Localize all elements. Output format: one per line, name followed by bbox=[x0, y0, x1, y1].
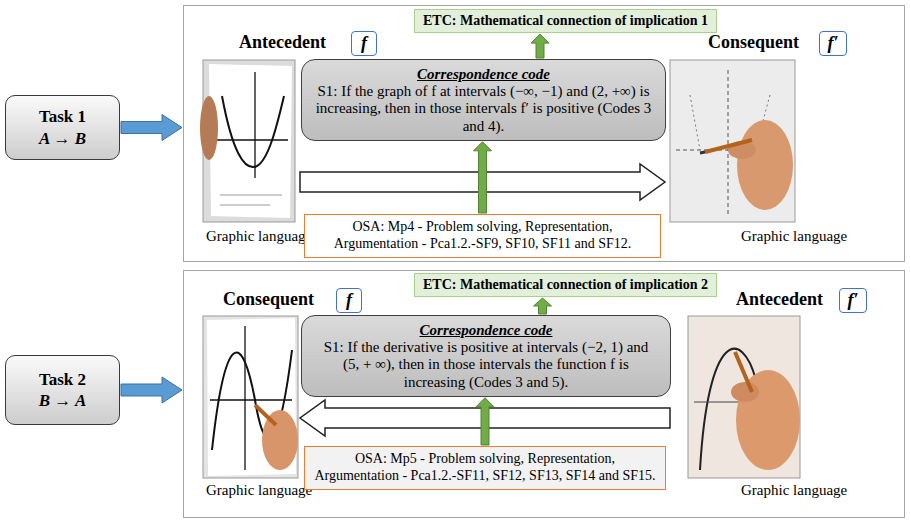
function-box: f bbox=[351, 31, 377, 56]
node-text: OSA: Mp5 - Problem solving, Representati… bbox=[313, 451, 657, 485]
connector-arrow bbox=[476, 398, 494, 445]
node-text: f bbox=[352, 32, 376, 54]
node-text: S1: If the derivative is positive at int… bbox=[314, 339, 658, 391]
task-panel: ConsequentGraphic language AntecedentGrap… bbox=[183, 270, 905, 518]
derivative-box: f′ bbox=[819, 31, 847, 56]
task-box: Task 1A → B bbox=[5, 95, 120, 160]
node-text: Graphic language bbox=[206, 482, 312, 499]
node-text: Correspondence code bbox=[314, 65, 653, 83]
node-text: Antecedent bbox=[239, 32, 326, 53]
node-text: ETC: Mathematical connection of implicat… bbox=[423, 13, 708, 29]
connector-arrow bbox=[531, 34, 549, 58]
node-text: Consequent bbox=[223, 289, 314, 310]
connector-arrow bbox=[121, 115, 182, 141]
node-text: S1: If the graph of f at intervals (−∞, … bbox=[314, 83, 653, 135]
node-text: f′ bbox=[820, 32, 846, 54]
photo-graph-f bbox=[203, 316, 298, 478]
node-text: B → A bbox=[39, 390, 87, 411]
osa-box: OSA: Mp5 - Problem solving, Representati… bbox=[304, 446, 666, 490]
etc-box: ETC: Mathematical connection of implicat… bbox=[414, 273, 717, 297]
photo-drawing-derivative bbox=[670, 60, 795, 222]
node-text: Task 1 bbox=[39, 106, 86, 127]
function-box: f bbox=[336, 288, 362, 313]
etc-box: ETC: Mathematical connection of implicat… bbox=[414, 9, 717, 33]
correspondence-box: Correspondence codeS1: If the derivative… bbox=[301, 315, 671, 397]
node-text: Graphic language bbox=[206, 228, 312, 245]
task-box: Task 2B → A bbox=[5, 355, 120, 425]
photo-graph-f bbox=[200, 60, 295, 222]
node-text: f bbox=[337, 289, 361, 311]
correspondence-box: Correspondence codeS1: If the graph of f… bbox=[301, 59, 666, 141]
connector-arrow bbox=[121, 377, 182, 403]
node-text: Graphic language bbox=[741, 228, 847, 245]
node-text: Antecedent bbox=[736, 289, 823, 310]
node-text: Graphic language bbox=[741, 482, 847, 499]
photo-graph-derivative bbox=[688, 316, 800, 478]
node-text: A → B bbox=[39, 128, 86, 149]
node-text: f′ bbox=[840, 289, 866, 311]
connector-arrow bbox=[534, 298, 552, 314]
task-panel: AntecedentGraphic language ConsequentGrap… bbox=[183, 5, 905, 262]
derivative-box: f′ bbox=[839, 288, 867, 313]
node-text: Correspondence code bbox=[314, 321, 658, 339]
connector-arrow bbox=[474, 142, 492, 213]
osa-box: OSA: Mp4 - Problem solving, Representati… bbox=[304, 214, 661, 258]
node-text: ETC: Mathematical connection of implicat… bbox=[423, 277, 708, 293]
node-text: Task 2 bbox=[39, 369, 86, 390]
node-text: OSA: Mp4 - Problem solving, Representati… bbox=[313, 219, 652, 253]
node-text: Consequent bbox=[708, 32, 799, 53]
